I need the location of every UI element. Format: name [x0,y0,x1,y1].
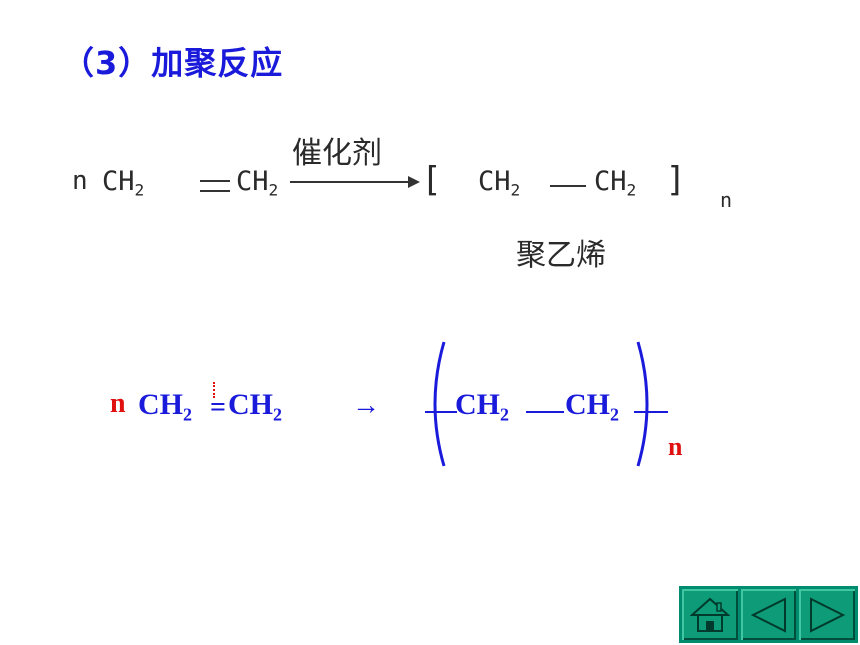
home-icon [689,597,730,632]
previous-button[interactable] [740,589,797,640]
eq2-bond-break-mark [213,382,221,398]
eq2-product-right: CH2 [565,388,619,425]
eq2-left-bond [425,411,457,413]
eq1-reactant-left: CH2 [102,166,145,200]
next-icon [810,596,846,633]
eq1-product-left: CH2 [478,166,521,200]
eq1-bracket-close: ] [668,160,682,200]
eq2-parentheses [433,341,649,467]
eq2-paren-right [636,341,649,467]
eq1-product-name: 聚乙烯 [516,238,606,273]
eq1-arrowhead [408,176,420,188]
slide-heading: （3）加聚反应 [62,44,284,82]
eq1-coefficient: n [72,166,88,196]
eq2-coefficient: n [110,388,126,419]
eq2-paren-left [433,341,446,467]
eq1-reaction-arrow [290,181,412,183]
eq2-product-left: CH2 [455,388,509,425]
eq1-single-bond [550,185,586,187]
eq2-middle-bond [526,411,564,413]
previous-icon [750,596,786,633]
eq2-repeat-n: n [668,432,683,461]
slide-navigation [679,586,858,643]
home-button[interactable] [682,589,738,640]
eq1-catalyst-label: 催化剂 [292,136,382,171]
eq1-repeat-n: n [720,188,733,212]
eq1-reactant-right: CH2 [236,166,279,200]
eq1-product-right: CH2 [594,166,637,200]
eq1-double-bond [200,180,230,192]
eq1-bracket-open: [ [426,160,440,200]
eq2-right-bond [634,411,668,413]
eq2-double-bond: = [210,392,226,423]
eq2-reactant-left: CH2 [138,388,192,425]
next-button[interactable] [799,589,856,640]
eq2-reaction-arrow: → [352,390,380,421]
eq2-reactant-right: CH2 [228,388,282,425]
